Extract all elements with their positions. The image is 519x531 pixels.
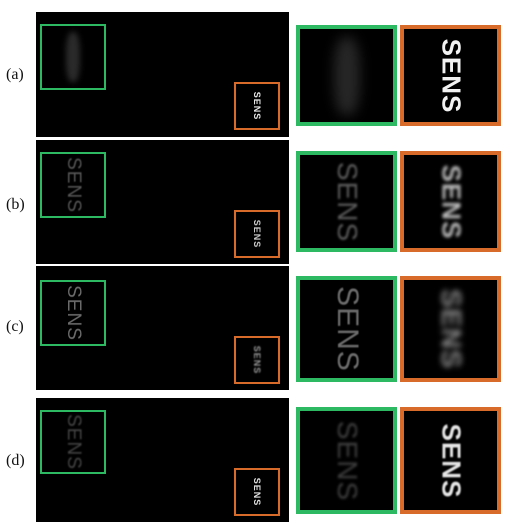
zoom-orange-b: SENS (400, 151, 501, 252)
row-label-a: (a) (6, 66, 24, 83)
orange-roi-box: SENS (234, 82, 280, 130)
roi-text: SENS (63, 285, 84, 341)
zoom-text: SENS (436, 423, 466, 498)
row-label-c: (c) (6, 318, 24, 335)
roi-text: SENS (252, 345, 262, 375)
full-frame-c: SENS SENS (36, 266, 289, 390)
zoom-text: SENS (330, 286, 364, 372)
zoom-orange-a: SENS (400, 25, 501, 126)
roi-text: SENS (252, 91, 262, 121)
blurred-text-blob (333, 36, 360, 115)
roi-text: SENS (63, 157, 84, 213)
green-roi-box: SENS (40, 410, 106, 474)
orange-roi-box: SENS (234, 210, 280, 258)
zoom-text: SENS (331, 420, 363, 501)
green-roi-box: SENS (40, 152, 106, 218)
roi-text: SENS (252, 477, 262, 507)
zoom-green-d: SENS (296, 407, 397, 514)
full-frame-a: SENS (36, 12, 289, 137)
zoom-orange-c: SENS (400, 276, 501, 382)
full-frame-b: SENS SENS (36, 140, 289, 264)
zoom-green-b: SENS (296, 151, 397, 252)
roi-text: SENS (252, 219, 262, 249)
blurred-text-blob (66, 32, 80, 82)
zoom-orange-d: SENS (400, 407, 501, 514)
orange-roi-box: SENS (234, 468, 280, 516)
row-label-b: (b) (6, 196, 25, 213)
green-roi-box (40, 24, 106, 90)
zoom-text: SENS (436, 38, 466, 113)
zoom-green-c: SENS (296, 276, 397, 382)
zoom-text: SENS (331, 161, 363, 242)
row-label-d: (d) (6, 452, 25, 469)
zoom-text: SENS (435, 288, 467, 370)
full-frame-d: SENS SENS (36, 398, 289, 522)
roi-text: SENS (63, 414, 84, 470)
orange-roi-box: SENS (234, 336, 280, 384)
zoom-green-a (296, 25, 397, 126)
green-roi-box: SENS (40, 280, 106, 346)
zoom-text: SENS (436, 164, 466, 239)
